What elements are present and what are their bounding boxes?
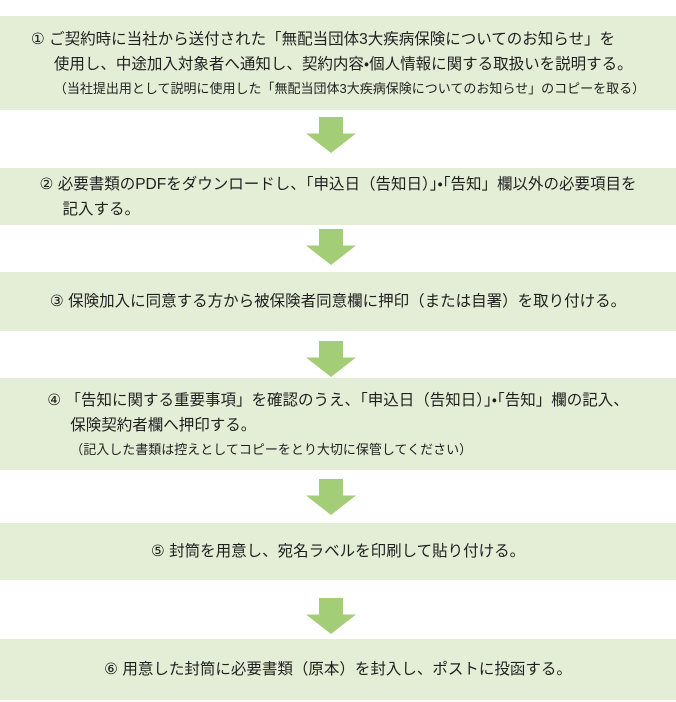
step-2-line-1: ② 必要書類のPDFをダウンロードし、「申込日（告知日）」・「告知」欄以外の必要… <box>39 175 637 193</box>
step-1-note: （当社提出用として説明に使用した「無配当団体3大疾病保険についてのお知らせ」のコ… <box>53 80 646 96</box>
step-6-line-1: ⑥ 用意した封筒に必要書類（原本）を封入し、ポストに投函する。 <box>104 661 572 678</box>
down-arrow-icon <box>306 598 356 634</box>
step-5-line-1: ⑤ 封筒を用意し、宛名ラベルを印刷して貼り付ける。 <box>150 543 526 560</box>
step-1-line-2: 使用し、中途加入対象者へ通知し、契約内容・個人情報に関する取扱いを説明する。 <box>53 55 633 73</box>
step-4-note: （記入した書類は控えとしてコピーをとり大切に保管してください） <box>70 441 473 457</box>
step-box-5: ⑤ 封筒を用意し、宛名ラベルを印刷して貼り付ける。 <box>0 523 676 580</box>
step-6-text: ⑥ 用意した封筒に必要書類（原本）を封入し、ポストに投函する。 <box>104 657 572 682</box>
step-5-text: ⑤ 封筒を用意し、宛名ラベルを印刷して貼り付ける。 <box>151 539 525 564</box>
step-box-6: ⑥ 用意した封筒に必要書類（原本）を封入し、ポストに投函する。 <box>0 639 676 700</box>
step-box-2: ② 必要書類のPDFをダウンロードし、「申込日（告知日）」・「告知」欄以外の必要… <box>0 168 676 225</box>
step-4-line-2: 保険契約者欄へ押印する。 <box>70 416 257 434</box>
step-4-line-1: ④ 「告知に関する重要事項」を確認のうえ、「申込日（告知日）」・「告知」欄の記入… <box>47 391 629 409</box>
step-box-4: ④ 「告知に関する重要事項」を確認のうえ、「申込日（告知日）」・「告知」欄の記入… <box>0 378 676 470</box>
down-arrow-icon <box>306 479 356 515</box>
step-3-line-1: ③ 保険加入に同意する方から被保険者同意欄に押印（または自署）を取り付ける。 <box>49 293 627 310</box>
step-1-text: ① ご契約時に当社から送付された「無配当団体3大疾病保険についてのお知らせ」を … <box>31 27 645 100</box>
step-2-text: ② 必要書類のPDFをダウンロードし、「申込日（告知日）」・「告知」欄以外の必要… <box>40 172 637 222</box>
step-2-line-2: 記入する。 <box>62 200 141 218</box>
step-3-text: ③ 保険加入に同意する方から被保険者同意欄に押印（または自署）を取り付ける。 <box>50 289 626 314</box>
down-arrow-icon <box>306 117 356 153</box>
down-arrow-icon <box>306 229 356 265</box>
step-box-1: ① ご契約時に当社から送付された「無配当団体3大疾病保険についてのお知らせ」を … <box>0 16 676 110</box>
step-1-line-1: ① ご契約時に当社から送付された「無配当団体3大疾病保険についてのお知らせ」を <box>30 30 615 48</box>
step-4-text: ④ 「告知に関する重要事項」を確認のうえ、「申込日（告知日）」・「告知」欄の記入… <box>47 388 628 461</box>
step-box-3: ③ 保険加入に同意する方から被保険者同意欄に押印（または自署）を取り付ける。 <box>0 272 676 331</box>
down-arrow-icon <box>306 341 356 377</box>
